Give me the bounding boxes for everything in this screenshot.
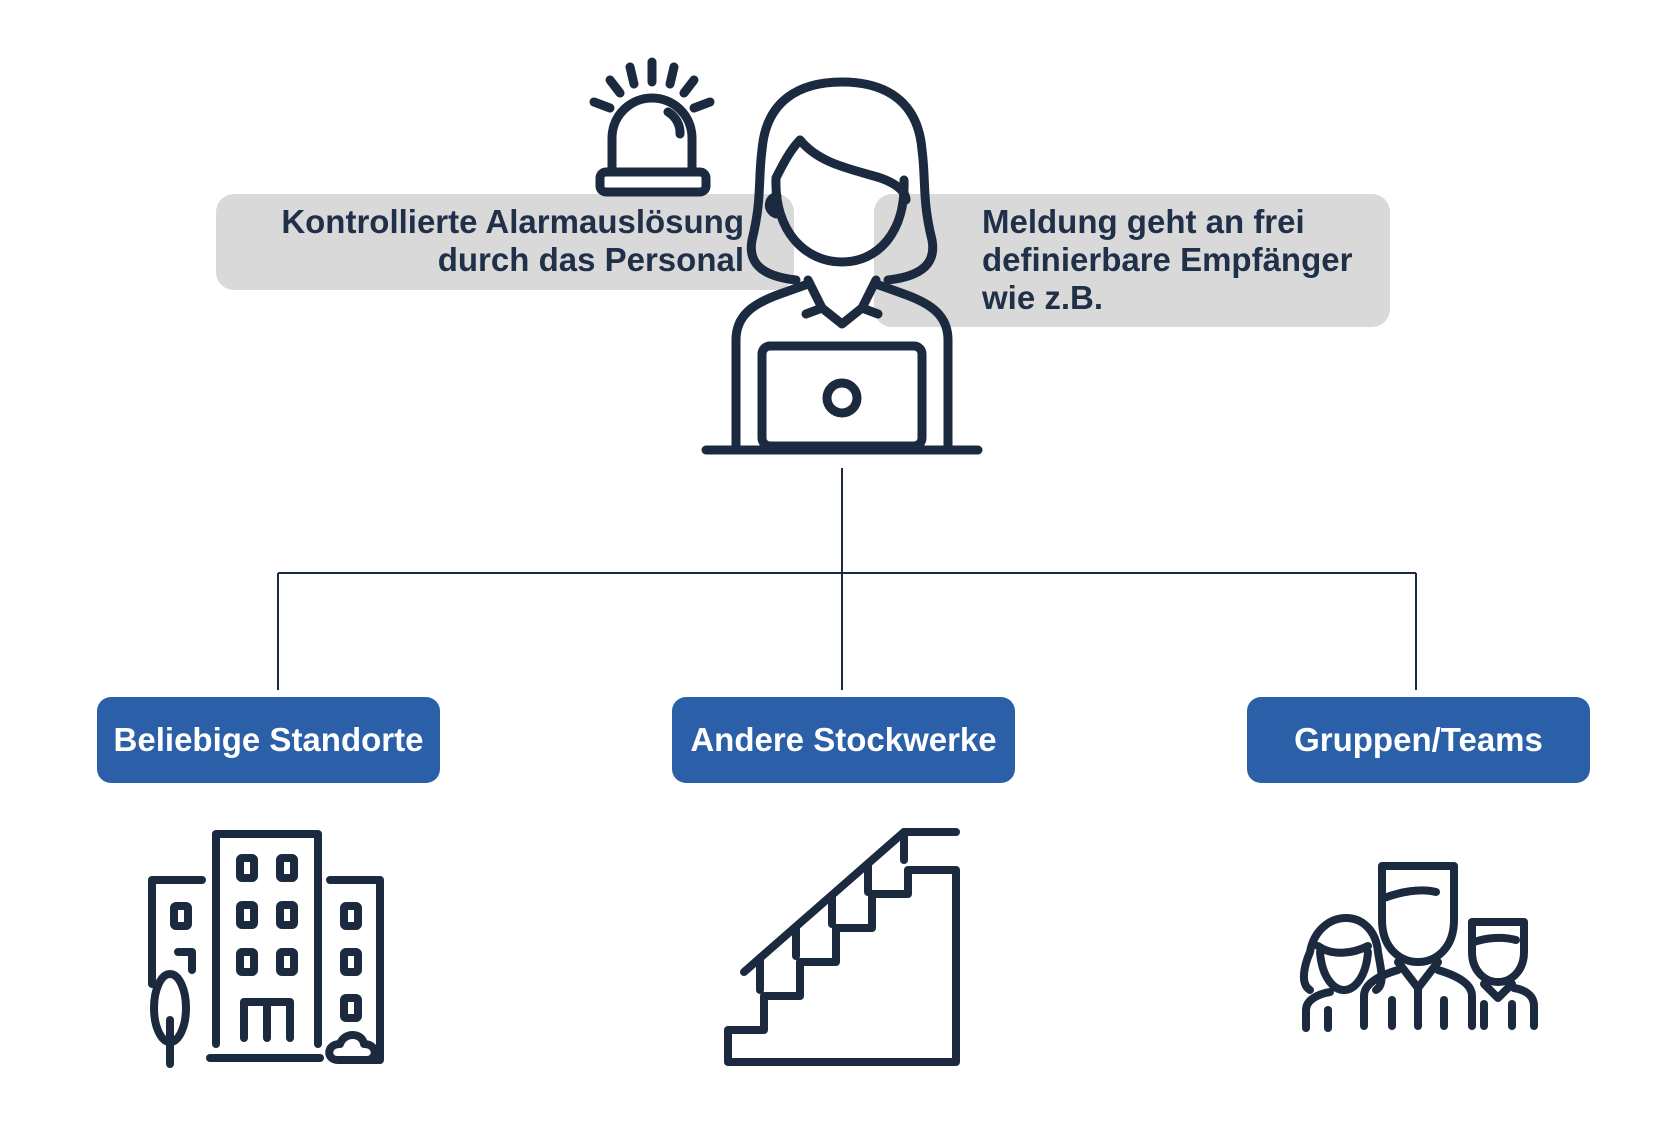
callout-recipients: Meldung geht an frei definierbare Empfän… [874, 194, 1390, 327]
callout-right-line-3: wie z.B. [982, 279, 1104, 316]
callout-alarm-trigger: Kontrollierte Alarmauslösung durch das P… [216, 194, 794, 290]
alarm-siren-icon [589, 57, 715, 197]
recipient-floors-label: Andere Stockwerke [690, 721, 997, 758]
team-icon [1300, 862, 1538, 1032]
callout-right-line-2: definierbare Empfänger [982, 241, 1353, 278]
recipient-floors-button[interactable]: Andere Stockwerke [672, 697, 1015, 783]
buildings-icon [148, 830, 384, 1068]
connector-lines [277, 468, 1417, 690]
operator-laptop-icon [701, 77, 983, 455]
recipient-locations-label: Beliebige Standorte [113, 721, 424, 758]
callout-right-line-1: Meldung geht an frei [982, 203, 1305, 240]
recipient-teams-label: Gruppen/Teams [1294, 721, 1543, 758]
recipient-locations-button[interactable]: Beliebige Standorte [97, 697, 440, 783]
recipient-teams-button[interactable]: Gruppen/Teams [1247, 697, 1590, 783]
callout-left-line-1: Kontrollierte Alarmauslösung [281, 203, 744, 240]
stairs-icon [724, 828, 960, 1066]
callout-left-line-2: durch das Personal [437, 241, 744, 278]
